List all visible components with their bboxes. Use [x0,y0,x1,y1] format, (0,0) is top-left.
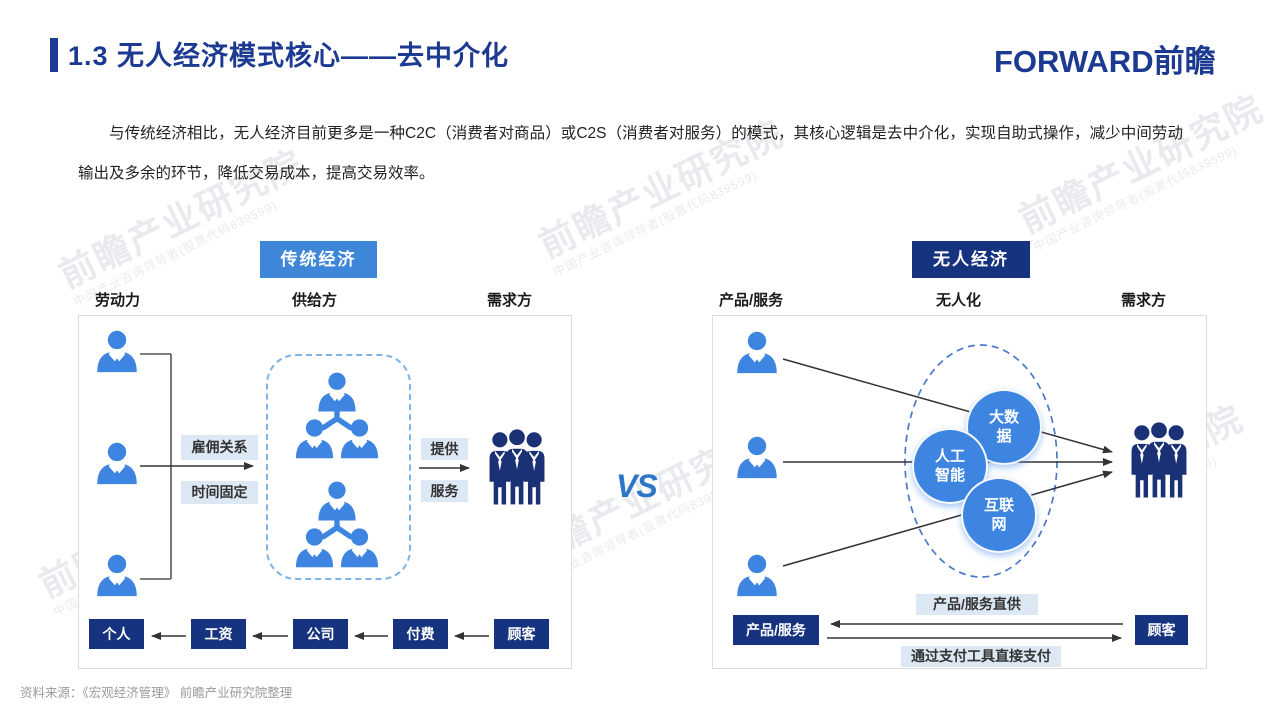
column-label-demand-left: 需求方 [487,292,533,309]
flow-box-salary: 工资 [191,619,246,649]
title-accent-bar [50,38,58,72]
traditional-connectors [140,353,489,640]
internet-circle: 互联网 [961,477,1037,553]
consumer-icon [734,434,780,480]
flow-box-company: 公司 [293,619,348,649]
worker-icon [94,440,140,486]
forward-logo: FORWARD前瞻 [994,44,1216,79]
consumer-icon [734,552,780,598]
column-label-product: 产品/服务 [719,292,784,309]
worker-icon [94,552,140,598]
flow-box-customer: 顾客 [1135,615,1188,645]
consumer-icon [734,329,780,375]
unmanned-economy-badge: 无人经济 [912,241,1030,278]
flow-box-product-service: 产品/服务 [733,615,819,645]
company-team-icon [291,370,383,460]
flow-box-customer: 顾客 [494,619,549,649]
company-dashed-box [266,354,411,580]
customers-crowd-icon [1126,421,1192,501]
big-data-label: 大数据 [988,409,1019,445]
column-label-demand-right: 需求方 [1121,292,1167,309]
page-title: 1.3 无人经济模式核心——去中介化 [68,41,510,71]
employment-label: 雇佣关系 [181,435,258,460]
column-label-unmanned: 无人化 [936,292,982,309]
column-label-supply: 供给方 [292,292,338,309]
company-team-icon [291,479,383,569]
big-data-circle: 大数据 [966,389,1042,465]
internet-label: 互联网 [983,497,1014,533]
provide-label: 提供 [421,438,468,460]
flow-box-individual: 个人 [89,619,144,649]
direct-payment-label: 通过支付工具直接支付 [901,646,1061,667]
flow-box-payment: 付费 [393,619,448,649]
traditional-economy-panel: 雇佣关系 时间固定 提供 服务 个人 工资 公司 付费 顾客 [78,315,572,669]
vs-label: VS [616,468,658,504]
direct-supply-label: 产品/服务直供 [916,594,1038,615]
customers-crowd-icon [484,428,550,508]
intro-paragraph: 与传统经济相比，无人经济目前更多是一种C2C（消费者对商品）或C2S（消费者对服… [78,125,1183,182]
source-note: 资料来源：《宏观经济管理》 前瞻产业研究院整理 [20,686,293,700]
traditional-economy-badge: 传统经济 [260,241,377,278]
service-label: 服务 [421,480,468,502]
worker-icon [94,328,140,374]
fixed-time-label: 时间固定 [181,481,258,504]
ai-label: 人工智能 [934,448,965,484]
unmanned-economy-panel: 大数据 人工智能 互联网 产品/服务直供 通过支付工具直接支付 产品/服务 顾客 [712,315,1207,669]
column-label-labor: 劳动力 [95,292,141,309]
